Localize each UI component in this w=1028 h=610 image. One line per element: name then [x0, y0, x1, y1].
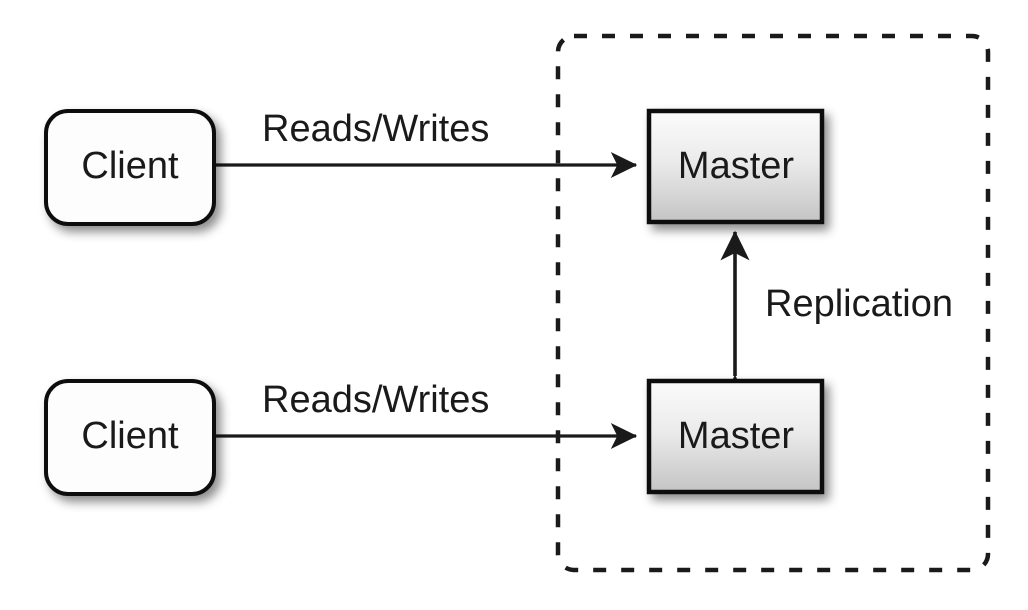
- client-bottom-box[interactable]: [44, 379, 216, 496]
- edge-label-replication: Replication: [765, 283, 953, 325]
- client-bottom-label: Client: [81, 415, 179, 457]
- master-top-box[interactable]: [646, 108, 825, 225]
- replication-cluster-boundary: [555, 33, 991, 573]
- master-bottom-label: Master: [678, 415, 794, 457]
- master-bottom-box[interactable]: [646, 378, 825, 495]
- node-client-top[interactable]: Client: [44, 109, 216, 226]
- master-top-label: Master: [678, 145, 794, 187]
- node-master-top[interactable]: Master: [646, 108, 825, 225]
- client-top-box[interactable]: [44, 109, 216, 226]
- node-client-bottom[interactable]: Client: [44, 379, 216, 496]
- node-master-bottom[interactable]: Master: [646, 378, 825, 495]
- edge-label-reads-writes-top: Reads/Writes: [262, 108, 489, 150]
- edge-label-reads-writes-bottom: Reads/Writes: [262, 379, 489, 421]
- client-top-label: Client: [81, 145, 179, 187]
